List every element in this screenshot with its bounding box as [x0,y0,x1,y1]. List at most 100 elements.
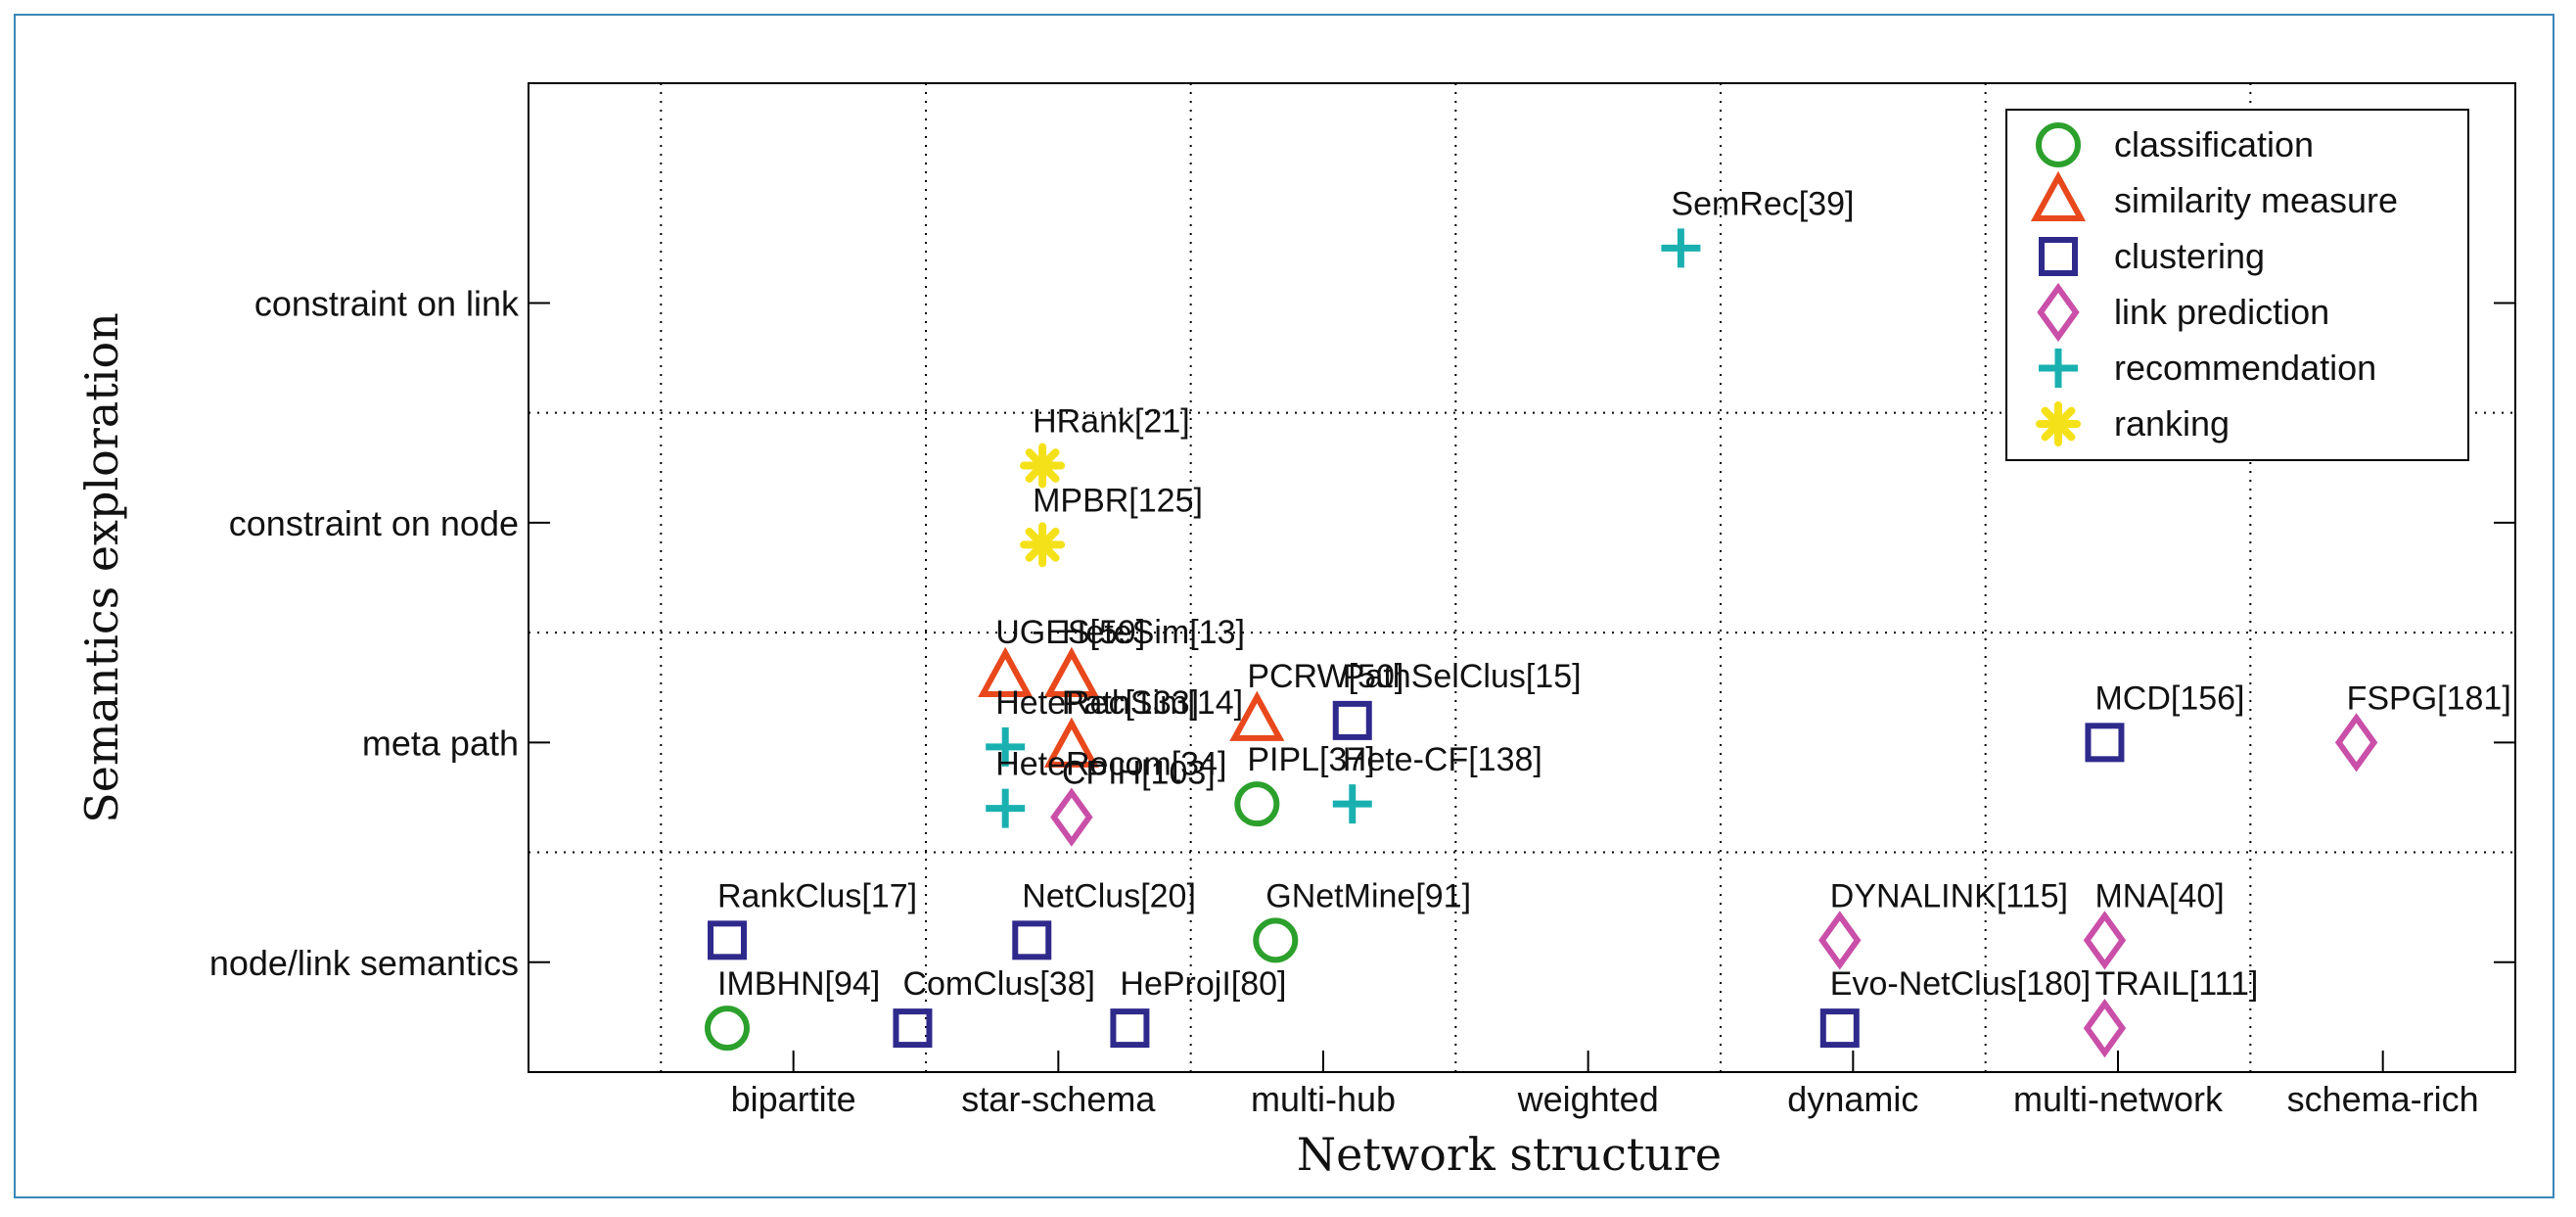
data-point: MPBR[125] [1020,482,1203,568]
point-label: MCD[156] [2094,679,2244,717]
x-tick-label: weighted [1517,1079,1659,1119]
point-label: HeteRecom[34] [995,746,1226,783]
data-point: UGES[59] [978,614,1145,697]
triangle-marker [2030,170,2087,221]
data-point: HeteRec[133] [986,684,1199,767]
data-point: PCRW[50] [1229,658,1403,741]
point-label: CPIH[103] [1062,755,1216,792]
star-marker [1020,443,1066,489]
x-tick-label: dynamic [1787,1079,1918,1119]
data-point: RankClus[17] [708,877,917,960]
diamond-marker [2083,911,2127,970]
star-marker [1020,522,1066,568]
x-axis-title: Network structure [1297,1128,1722,1181]
triangle-marker [1043,717,1099,768]
square-marker [1332,700,1372,740]
data-point: NetClus[20] [1012,877,1196,960]
data-point: PathSim[14] [1043,684,1243,768]
point-label: RankClus[17] [717,877,917,914]
point-label: PIPL[37] [1247,741,1374,778]
point-label: FSPG[181] [2347,679,2511,717]
legend-entry: classification [2036,122,2314,167]
diamond-marker [2037,282,2080,343]
legend-label: similarity measure [2114,180,2398,220]
legend-entry: recommendation [2039,348,2376,388]
legend-label: ranking [2114,403,2230,444]
point-label: ComClus[38] [902,965,1095,1003]
data-point: HeteRecom[34] [986,746,1226,828]
circle-marker [1234,781,1280,827]
point-label: HeteRec[133] [995,684,1199,722]
data-point: PathSelClus[15] [1332,658,1582,740]
data-point: MCD[156] [2085,679,2245,763]
diamond-marker [2334,713,2378,772]
y-tick-label: constraint on node [229,503,519,543]
square-marker [2085,723,2125,763]
square-marker [1012,920,1052,960]
legend-entry: ranking [2036,401,2230,446]
diamond-marker [1818,911,1862,970]
data-point: TRAIL[111] [2083,965,2258,1058]
triangle-marker [978,646,1034,697]
plus-marker [986,788,1026,828]
data-point: DYNALINK[115] [1818,877,2068,970]
legend-entry: similarity measure [2030,170,2398,221]
point-label: GNetMine[91] [1265,877,1471,914]
point-label: SemRec[39] [1671,185,1854,222]
data-point: ComClus[38] [893,965,1095,1049]
triangle-marker [1043,646,1099,697]
plus-marker [2039,349,2078,388]
legend-box [2005,109,2469,461]
y-tick-label: node/link semantics [209,943,519,983]
data-point: HeProjI[80] [1110,965,1287,1049]
legend-entry: link prediction [2037,282,2329,343]
legend-label: recommendation [2114,348,2376,388]
point-label: HRank[21] [1033,403,1190,441]
square-marker [1819,1008,1860,1049]
circle-marker [2036,122,2081,167]
data-point: SemRec[39] [1661,185,1854,268]
point-label: HeProjI[80] [1120,965,1286,1003]
point-label: MPBR[125] [1033,482,1203,519]
data-point: Hete-CF[138] [1332,741,1542,824]
legend-label: link prediction [2114,292,2329,332]
circle-marker [1253,917,1299,963]
diamond-marker [2083,998,2127,1058]
point-label: TRAIL[111] [2094,965,2258,1003]
legend-label: clustering [2114,236,2265,276]
point-label: Evo-NetClus[180] [1830,965,2091,1003]
data-point: PIPL[37] [1234,741,1375,827]
y-tick-label: constraint on link [254,283,520,323]
point-label: HeteSim[13] [1062,614,1245,651]
data-point: FSPG[181] [2334,679,2511,772]
square-marker [2039,237,2078,276]
square-marker [708,920,747,960]
data-point: HRank[21] [1020,403,1190,489]
square-marker [1110,1008,1150,1049]
data-point: Evo-NetClus[180] [1819,965,2091,1049]
x-tick-label: multi-hub [1251,1079,1396,1119]
data-point: CPIH[103] [1050,755,1216,847]
legend-label: classification [2114,124,2314,164]
data-point: GNetMine[91] [1253,877,1471,963]
data-point: MNA[40] [2083,877,2225,970]
x-tick-label: multi-network [2013,1079,2224,1119]
square-marker [893,1008,933,1049]
plus-marker [1332,784,1372,824]
legend-entry: clustering [2039,236,2265,276]
point-label: UGES[59] [995,614,1145,651]
point-label: PCRW[50] [1247,658,1403,695]
legend: classification similarity measure clusteri… [2005,109,2469,461]
point-label: DYNALINK[115] [1830,877,2068,914]
point-label: IMBHN[94] [717,965,880,1003]
diamond-marker [1050,787,1093,847]
point-label: PathSim[14] [1062,684,1243,722]
data-point: IMBHN[94] [705,965,880,1052]
data-point: HeteSim[13] [1043,614,1245,697]
point-label: Hete-CF[138] [1343,741,1542,778]
point-label: PathSelClus[15] [1343,658,1582,695]
point-label: NetClus[20] [1022,877,1196,914]
y-axis-title: Semantics exploration [75,312,128,823]
